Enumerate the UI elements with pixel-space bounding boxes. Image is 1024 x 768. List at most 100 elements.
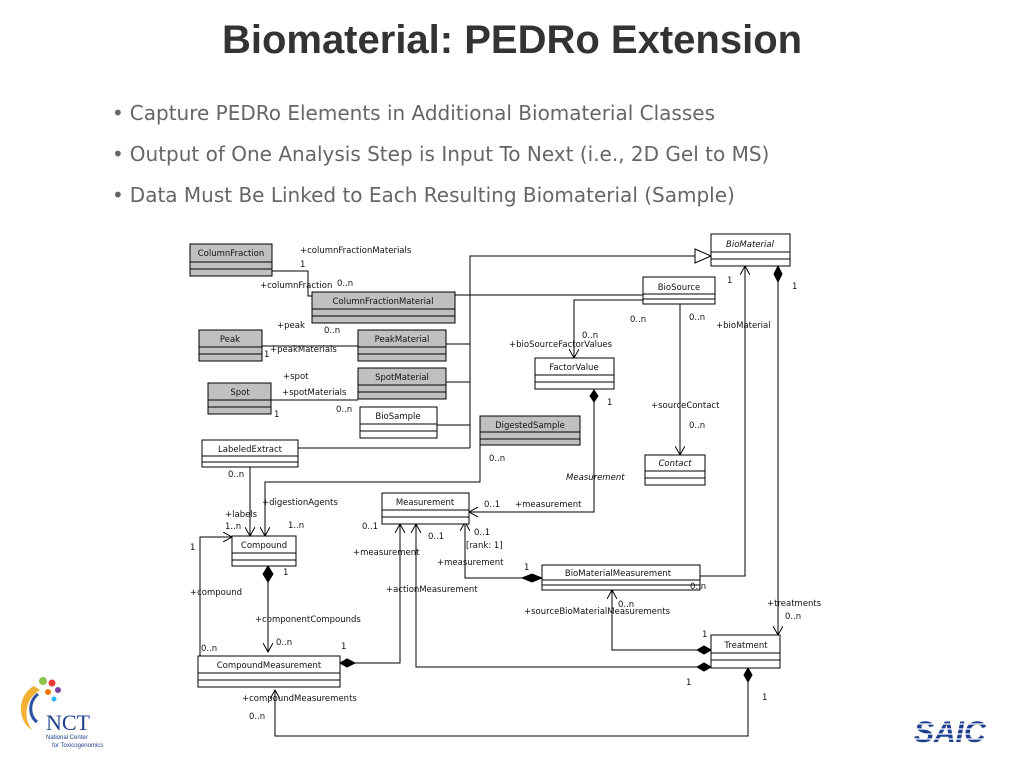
class-box [207, 382, 272, 415]
multiplicity-label: 0..n [690, 582, 706, 592]
role-label: +peakMaterials [270, 345, 337, 355]
class-columnfraction [189, 243, 273, 277]
nct-logo-sub2: for Toxicogenomics [52, 743, 103, 749]
diamond-factorvalue [589, 389, 599, 403]
class-contact [644, 454, 706, 486]
role-label: +sourceBioMaterialMeasurements [524, 607, 671, 617]
bullet-item: •Capture PEDRo Elements in Additional Bi… [112, 99, 769, 140]
multiplicity-label: 0..1 [484, 500, 500, 510]
multiplicity-label: 0..1 [474, 528, 490, 538]
multiplicity-label: 0..1 [428, 532, 444, 542]
page-title: Biomaterial: PEDRo Extension [221, 18, 803, 62]
nct-swoosh-inner [29, 692, 40, 724]
diamond-treatment-c [743, 666, 753, 684]
class-biomaterialmeasurement [541, 564, 701, 591]
class-biosample [359, 406, 438, 439]
class-name-biomaterialmeasurement: BioMaterialMeasurement [565, 569, 672, 579]
saic-logo: SAIC [912, 712, 1002, 749]
bullet-list: •Capture PEDRo Elements in Additional Bi… [112, 99, 769, 222]
class-box [534, 357, 615, 390]
nct-dot [39, 677, 47, 685]
class-name-labeledextract: LabeledExtract [218, 445, 283, 455]
multiplicity-label: 1 [727, 276, 732, 286]
diamond-cm [338, 658, 357, 668]
multiplicity-label: 1 [283, 568, 288, 578]
bullet-item: •Data Must Be Linked to Each Resulting B… [112, 181, 769, 222]
multiplicity-label: 1 [274, 410, 279, 420]
multiplicity-label: 0..n [249, 712, 265, 722]
class-name-contact: Contact [658, 459, 692, 469]
diamond-bmm [520, 573, 544, 583]
saic-stripes: SAIC [912, 716, 1000, 749]
class-spot [207, 382, 272, 415]
class-name-peak: Peak [220, 335, 240, 345]
composition-diamonds [262, 264, 783, 684]
multiplicity-label: 0..n [689, 313, 705, 323]
diamond-compound [262, 565, 274, 583]
assoc-action-measurement-line [416, 524, 697, 668]
multiplicity-label: 0..n [618, 600, 634, 610]
class-box [198, 329, 263, 362]
role-label: +spotMaterials [282, 388, 347, 398]
multiplicity-label: 0..n [489, 454, 505, 464]
class-box [479, 415, 581, 446]
assoc-factorvalue-line [574, 299, 643, 358]
role-label: +treatments [767, 599, 822, 609]
class-box [541, 564, 701, 591]
role-label: +measurement [353, 548, 420, 558]
role-label: +digestionAgents [262, 498, 338, 508]
class-box [311, 291, 456, 324]
nct-dot [55, 687, 61, 693]
multiplicity-label: 1 [524, 563, 529, 573]
multiplicity-label: 1 [702, 630, 707, 640]
class-spotmaterial [357, 367, 447, 400]
multiplicity-label: 0..1 [362, 522, 378, 532]
class-box [357, 367, 447, 400]
qualifier-label: [rank: 1] [466, 541, 503, 551]
bullet-dot: • [112, 183, 124, 207]
multiplicity-label: 0..n [630, 315, 646, 325]
class-treatment [710, 634, 781, 669]
role-label: +columnFraction [260, 281, 332, 291]
class-columnfractionmaterial [311, 291, 456, 324]
class-name-digestedsample: DigestedSample [495, 421, 565, 431]
class-box [710, 634, 781, 669]
role-label: +measurement [515, 500, 582, 510]
multiplicity-label: 0..n [276, 638, 292, 648]
diamond-treatment-a [695, 645, 713, 655]
class-digestedsample [479, 415, 581, 446]
multiplicity-label: 1 [190, 543, 195, 553]
multiplicity-label: 0..n [336, 405, 352, 415]
class-box [359, 406, 438, 439]
nct-logo-text: NCT [46, 710, 91, 735]
assoc-columnfraction-line [272, 270, 312, 297]
multiplicity-label: 0..n [324, 326, 340, 336]
class-box [197, 655, 341, 688]
nct-dot [48, 679, 56, 687]
role-label: +labels [225, 510, 258, 520]
role-label: +componentCompounds [255, 615, 361, 625]
class-compound [231, 535, 297, 567]
role-label: +actionMeasurement [386, 585, 478, 595]
role-label: Measurement [566, 473, 625, 483]
multiplicity-label: 1 [264, 350, 269, 360]
assoc-digestion-line [265, 445, 481, 536]
multiplicity-label: 1 [607, 398, 612, 408]
class-biosource [642, 276, 716, 305]
role-label: +spot [283, 372, 309, 382]
multiplicity-label: 0..n [228, 470, 244, 480]
nct-logo-sub1: National Center [46, 735, 88, 741]
generalization-triangle [694, 248, 713, 264]
nct-logo: NCT National Center for Toxicogenomics [12, 672, 122, 752]
class-name-factorvalue: FactorValue [549, 363, 598, 373]
nct-dot [45, 689, 51, 695]
class-factorvalue [534, 357, 615, 390]
role-label: +measurement [437, 558, 504, 568]
assoc-compound-measurements-line [275, 682, 749, 737]
multiplicity-label: 0..n [582, 331, 598, 341]
assoc-source-bmm-line [612, 590, 697, 651]
class-name-columnfractionmaterial: ColumnFractionMaterial [332, 297, 433, 307]
multiplicity-label: 1 [686, 678, 691, 688]
bullet-dot: • [112, 142, 124, 166]
